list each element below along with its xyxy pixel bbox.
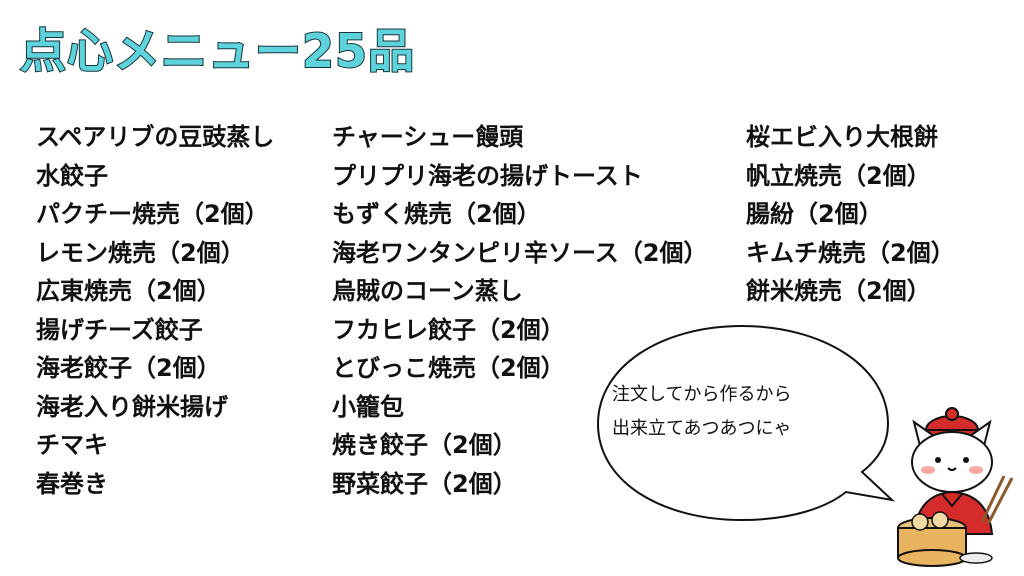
menu-item: 野菜餃子（2個） [332, 469, 517, 498]
menu-item: フカヒレ餃子（2個） [332, 315, 565, 344]
page-title: 点心メニュー25品 [19, 24, 416, 78]
menu-item: キムチ焼売（2個） [746, 238, 955, 267]
menu-item: プリプリ海老の揚げトースト [332, 161, 643, 190]
menu-item: レモン焼売（2個） [36, 238, 245, 267]
menu-item: スペアリブの豆豉蒸し [36, 123, 275, 151]
menu-item: 小籠包 [332, 392, 404, 421]
menu-item: 海老入り餅米揚げ [36, 392, 228, 421]
menu-column-1: スペアリブの豆豉蒸し 水餃子 パクチー焼売（2個） レモン焼売（2個） 広東焼売… [36, 118, 274, 503]
speech-text: 注文してから作るから 出来立てあつあつにゃ [612, 378, 862, 446]
menu-item: 海老餃子（2個） [36, 354, 221, 382]
menu-item: 揚げチーズ餃子 [36, 315, 203, 344]
menu-item: 海老ワンタンピリ辛ソース（2個） [332, 238, 708, 267]
speech-line-2: 出来立てあつあつにゃ [612, 418, 792, 439]
menu-item: もずく焼売（2個） [332, 200, 541, 228]
menu-column-2: チャーシュー饅頭 プリプリ海老の揚げトースト もずく焼売（2個） 海老ワンタンピ… [332, 118, 708, 503]
cat-chef-icon [897, 407, 1014, 567]
menu-item: 水餃子 [36, 161, 108, 190]
menu-item: とびっこ焼売（2個） [332, 354, 565, 382]
menu-item: チャーシュー饅頭 [332, 123, 524, 151]
menu-column-3: 桜エビ入り大根餅 帆立焼売（2個） 腸紛（2個） キムチ焼売（2個） 餅米焼売（… [746, 118, 955, 311]
menu-item: 烏賊のコーン蒸し [332, 277, 523, 305]
menu-item: パクチー焼売（2個） [36, 200, 269, 228]
menu-item: 餅米焼売（2個） [746, 277, 931, 305]
menu-item: 広東焼売（2個） [36, 277, 221, 305]
menu-item: 帆立焼売（2個） [746, 161, 931, 190]
menu-item: 春巻き [36, 469, 108, 498]
menu-item: 桜エビ入り大根餅 [746, 123, 938, 151]
menu-item: 腸紛（2個） [746, 200, 883, 228]
menu-item: 焼き餃子（2個） [332, 431, 517, 459]
menu-item: チマキ [36, 431, 108, 459]
speech-line-1: 注文してから作るから [612, 384, 792, 405]
